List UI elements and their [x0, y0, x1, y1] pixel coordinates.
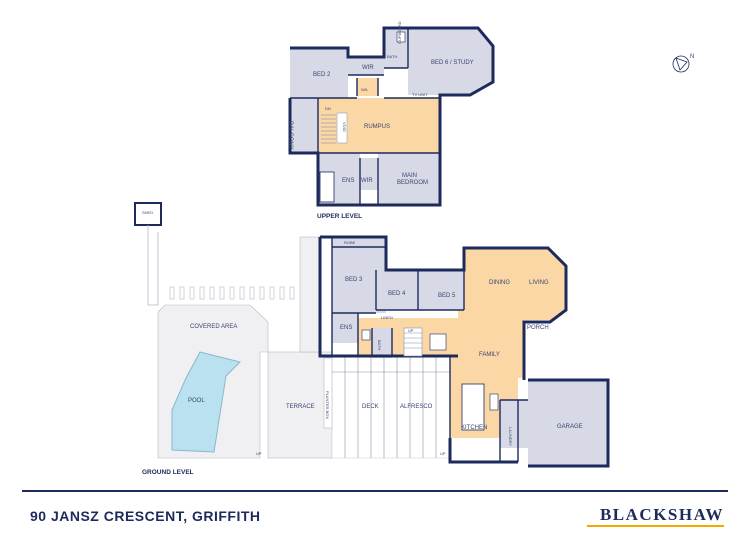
ground-bed4-fill: [376, 270, 418, 310]
ground-robe-fill: [332, 237, 386, 247]
upper-dn-label: DN: [325, 106, 331, 111]
upper-cupboard-label: CUPBOARD: [397, 21, 402, 44]
upper-shower: [319, 171, 335, 203]
upper-wir2-fill: [360, 158, 378, 190]
kitchen-label: KITCHEN: [461, 425, 487, 431]
deck: [331, 355, 451, 459]
laundry-fill: [500, 400, 528, 448]
garage-fill: [528, 380, 608, 466]
planter-box-label: PLANTER BOX: [325, 391, 330, 419]
agency-logo: BLACKSHAW: [599, 505, 724, 524]
ground-ens-fill: [332, 313, 358, 343]
alfresco-label: ALFRESCO: [400, 404, 433, 410]
compass-icon: [672, 55, 690, 73]
terrace-up-label: UP: [256, 451, 262, 456]
garden-up-label: UP: [440, 451, 446, 456]
ground-outer-wall-3: [448, 438, 518, 464]
floor-plan: BED 2 WIR BATH CUPBOARD BED 6 / STUDY WI…: [134, 21, 694, 476]
ground-outer-wall: [320, 235, 568, 380]
upper-void: [336, 112, 348, 144]
porch-label: PORCH: [527, 325, 549, 331]
agency-logo-underline: [587, 525, 724, 527]
ground-interior-walls: [331, 237, 528, 462]
ens-vanity: [361, 329, 371, 341]
bed3-label: BED 3: [345, 277, 363, 283]
ens-label: ENS: [340, 325, 352, 331]
upper-mainbed-fill: [378, 153, 440, 205]
deck-boards: [332, 356, 450, 458]
robe-label: ROBE: [344, 240, 356, 245]
pool: [171, 351, 241, 453]
upper-bed2-fill: [290, 48, 348, 98]
covered-area-label: COVERED AREA: [190, 324, 237, 330]
shed-label: SHED: [142, 210, 153, 215]
upper-balcony-fill: [290, 98, 318, 153]
linen-label: LINEN: [381, 315, 393, 320]
kitchen-island: [461, 383, 485, 431]
upper-level-plan: BED 2 WIR BATH CUPBOARD BED 6 / STUDY WI…: [287, 21, 495, 220]
footer-rule: [22, 490, 728, 492]
upper-bath-vanity: [396, 31, 406, 43]
upper-wir2-label: WIR: [361, 178, 373, 184]
upper-main-label: MAIN: [402, 173, 417, 179]
upper-outer-wall: [288, 26, 495, 207]
upper-interior-walls: [290, 28, 440, 205]
deck-label: DECK: [362, 404, 379, 410]
ground-bath-fill: [372, 328, 392, 358]
garage-label: GARAGE: [557, 424, 583, 430]
upper-stairs: [321, 114, 336, 144]
upper-wil-label: WIL: [361, 87, 369, 92]
ground-level-plan: SHED COVERED AREA POOL TERRACE: [134, 202, 610, 476]
upper-level-title: UPPER LEVEL: [317, 213, 362, 220]
upper-ens-label: ENS: [342, 178, 354, 184]
up-label: UP: [408, 328, 414, 333]
dining-label: DINING: [489, 280, 510, 286]
upper-tvunit-label: TV UNIT: [412, 92, 428, 97]
upper-wir-label: WIR: [362, 65, 374, 71]
upper-rumpus-label: RUMPUS: [364, 124, 390, 130]
kitchen-sink: [489, 393, 499, 411]
terrace-label: TERRACE: [286, 404, 315, 410]
ground-level-title: GROUND LEVEL: [142, 469, 194, 476]
living-label: LIVING: [529, 280, 549, 286]
planter-box: [323, 357, 333, 429]
bath-fixture: [429, 333, 447, 351]
upper-bedroom-label: BEDROOM: [397, 180, 428, 186]
compass: N: [672, 54, 694, 73]
family-label: FAMILY: [479, 352, 500, 358]
upper-bath-label: BATH: [387, 54, 397, 59]
ground-stairs: [403, 327, 423, 357]
compass-north-label: N: [690, 54, 694, 60]
garden-fence: [169, 286, 295, 300]
upper-bed2-label: BED 2: [313, 72, 331, 78]
upper-wir-fill: [348, 57, 384, 75]
ground-outer-wall-2: [528, 378, 610, 468]
property-address: 90 JANSZ CRESCENT, GRIFFITH: [30, 508, 261, 524]
bath-label: BATH: [377, 340, 382, 350]
upper-bed6-label: BED 6 / STUDY: [431, 60, 474, 66]
upper-void-label: VOID: [342, 122, 347, 132]
side-path: [299, 236, 321, 353]
terrace: [267, 351, 333, 459]
upper-wil-fill: [357, 78, 378, 96]
bed4-label: BED 4: [388, 291, 406, 297]
upper-bed6-fill: [408, 28, 493, 95]
ground-bed5-fill: [418, 270, 464, 310]
pool-label: POOL: [188, 398, 205, 404]
bed5-label: BED 5: [438, 293, 456, 299]
upper-balcony-label: BALCONY: [287, 121, 293, 150]
laundry-label: LAUNDRY: [508, 427, 513, 446]
